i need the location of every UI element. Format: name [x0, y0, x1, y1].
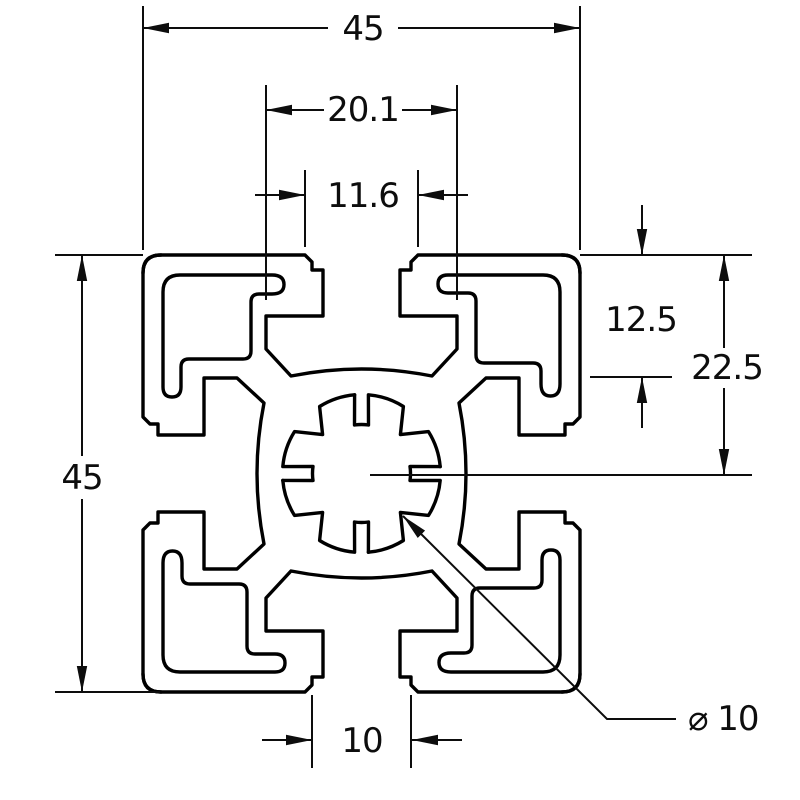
dim-label-overall-height: 45	[61, 458, 102, 498]
center-bore-spline-quarter	[352, 393, 442, 469]
dim-label-overall-width: 45	[342, 9, 383, 49]
corner-cavity-outline	[161, 273, 286, 399]
center-bore-spline-quarter	[366, 464, 442, 554]
dim-label-bore-diameter: ⌀ 10	[688, 699, 759, 739]
center-bore-spline-quarter	[281, 478, 371, 554]
extension-lines	[55, 6, 752, 768]
center-bore-spline-quarter	[281, 393, 357, 483]
dim-label-cavity-depth: 12.5	[605, 300, 677, 340]
bore-diameter-leader-line	[402, 515, 676, 720]
dim-label-slot-opening-top: 11.6	[327, 176, 399, 216]
dim-label-center-depth: 22.5	[691, 348, 763, 388]
dim-label-cavity-width: 20.1	[327, 90, 399, 130]
dim-label-slot-opening-bottom: 10	[341, 721, 382, 761]
